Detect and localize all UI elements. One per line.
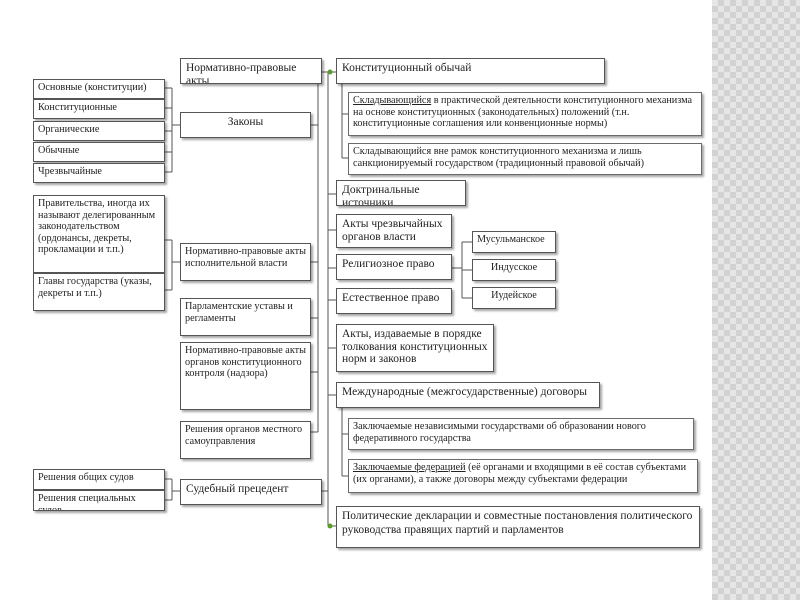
junction-dot	[327, 523, 333, 529]
box-intl-federation-subjects: Заключаемые федерацией (её органами и вх…	[348, 459, 698, 493]
box-general-courts: Решения общих судов	[33, 469, 165, 490]
box-head-of-state: Главы государства (указы, декреты и т.п.…	[33, 273, 165, 311]
decorative-stripe	[712, 0, 800, 600]
box-custom-traditional: Складывающийся вне рамок конституционног…	[348, 143, 702, 175]
box-ordinary-laws: Обычные	[33, 142, 165, 162]
box-hindu: Индусское	[472, 259, 556, 281]
box-political-declarations: Политические декларации и совместные пос…	[336, 506, 700, 548]
box-local-government: Решения органов местного самоуправления	[180, 421, 311, 459]
custom-practice-underlined: Складывающийся	[353, 95, 432, 106]
box-organic-laws: Органические	[33, 121, 165, 141]
box-religious-law: Религиозное право	[336, 254, 452, 280]
box-normative-acts: Нормативно-правовые акты	[180, 58, 322, 84]
box-government-delegated: Правительства, иногда их называют делеги…	[33, 195, 165, 273]
box-emergency-laws: Чрезвычайные	[33, 163, 165, 183]
intl-federation-text: (её органами и входящими в её состав суб…	[353, 462, 687, 485]
box-interpretation-acts: Акты, издаваемые в порядке толкования ко…	[336, 324, 494, 372]
box-intl-new-federation: Заключаемые независимыми государствами о…	[348, 418, 694, 450]
box-custom-practice: Складывающийся в практической деятельнос…	[348, 92, 702, 136]
junction-dot	[327, 69, 333, 75]
box-constitutional-laws: Конституционные	[33, 99, 165, 119]
box-international-treaties: Международные (межгосударственные) догов…	[336, 382, 600, 408]
box-muslim: Мусульманское	[472, 231, 556, 253]
intl-federation-underlined: Заключаемые федерацией	[353, 462, 466, 473]
box-special-courts: Решения специальных судов	[33, 490, 165, 511]
box-doctrinal-sources: Доктринальные источники	[336, 180, 466, 206]
box-executive-acts: Нормативно-правовые акты исполнительной …	[180, 243, 311, 281]
box-basic-constitutions: Основные (конституции)	[33, 79, 165, 99]
box-emergency-bodies: Акты чрезвычайных органов власти	[336, 214, 452, 248]
box-natural-law: Естественное право	[336, 288, 452, 314]
custom-practice-text: в практической деятельности конституцион…	[353, 95, 693, 130]
box-parliament-rules: Парламентские уставы и регламенты	[180, 298, 311, 336]
box-constitutional-control: Нормативно-правовые акты органов констит…	[180, 342, 311, 410]
box-laws: Законы	[180, 112, 311, 138]
box-constitutional-custom: Конституционный обычай	[336, 58, 605, 84]
box-jewish: Иудейское	[472, 287, 556, 309]
box-judicial-precedent: Судебный прецедент	[180, 479, 322, 505]
